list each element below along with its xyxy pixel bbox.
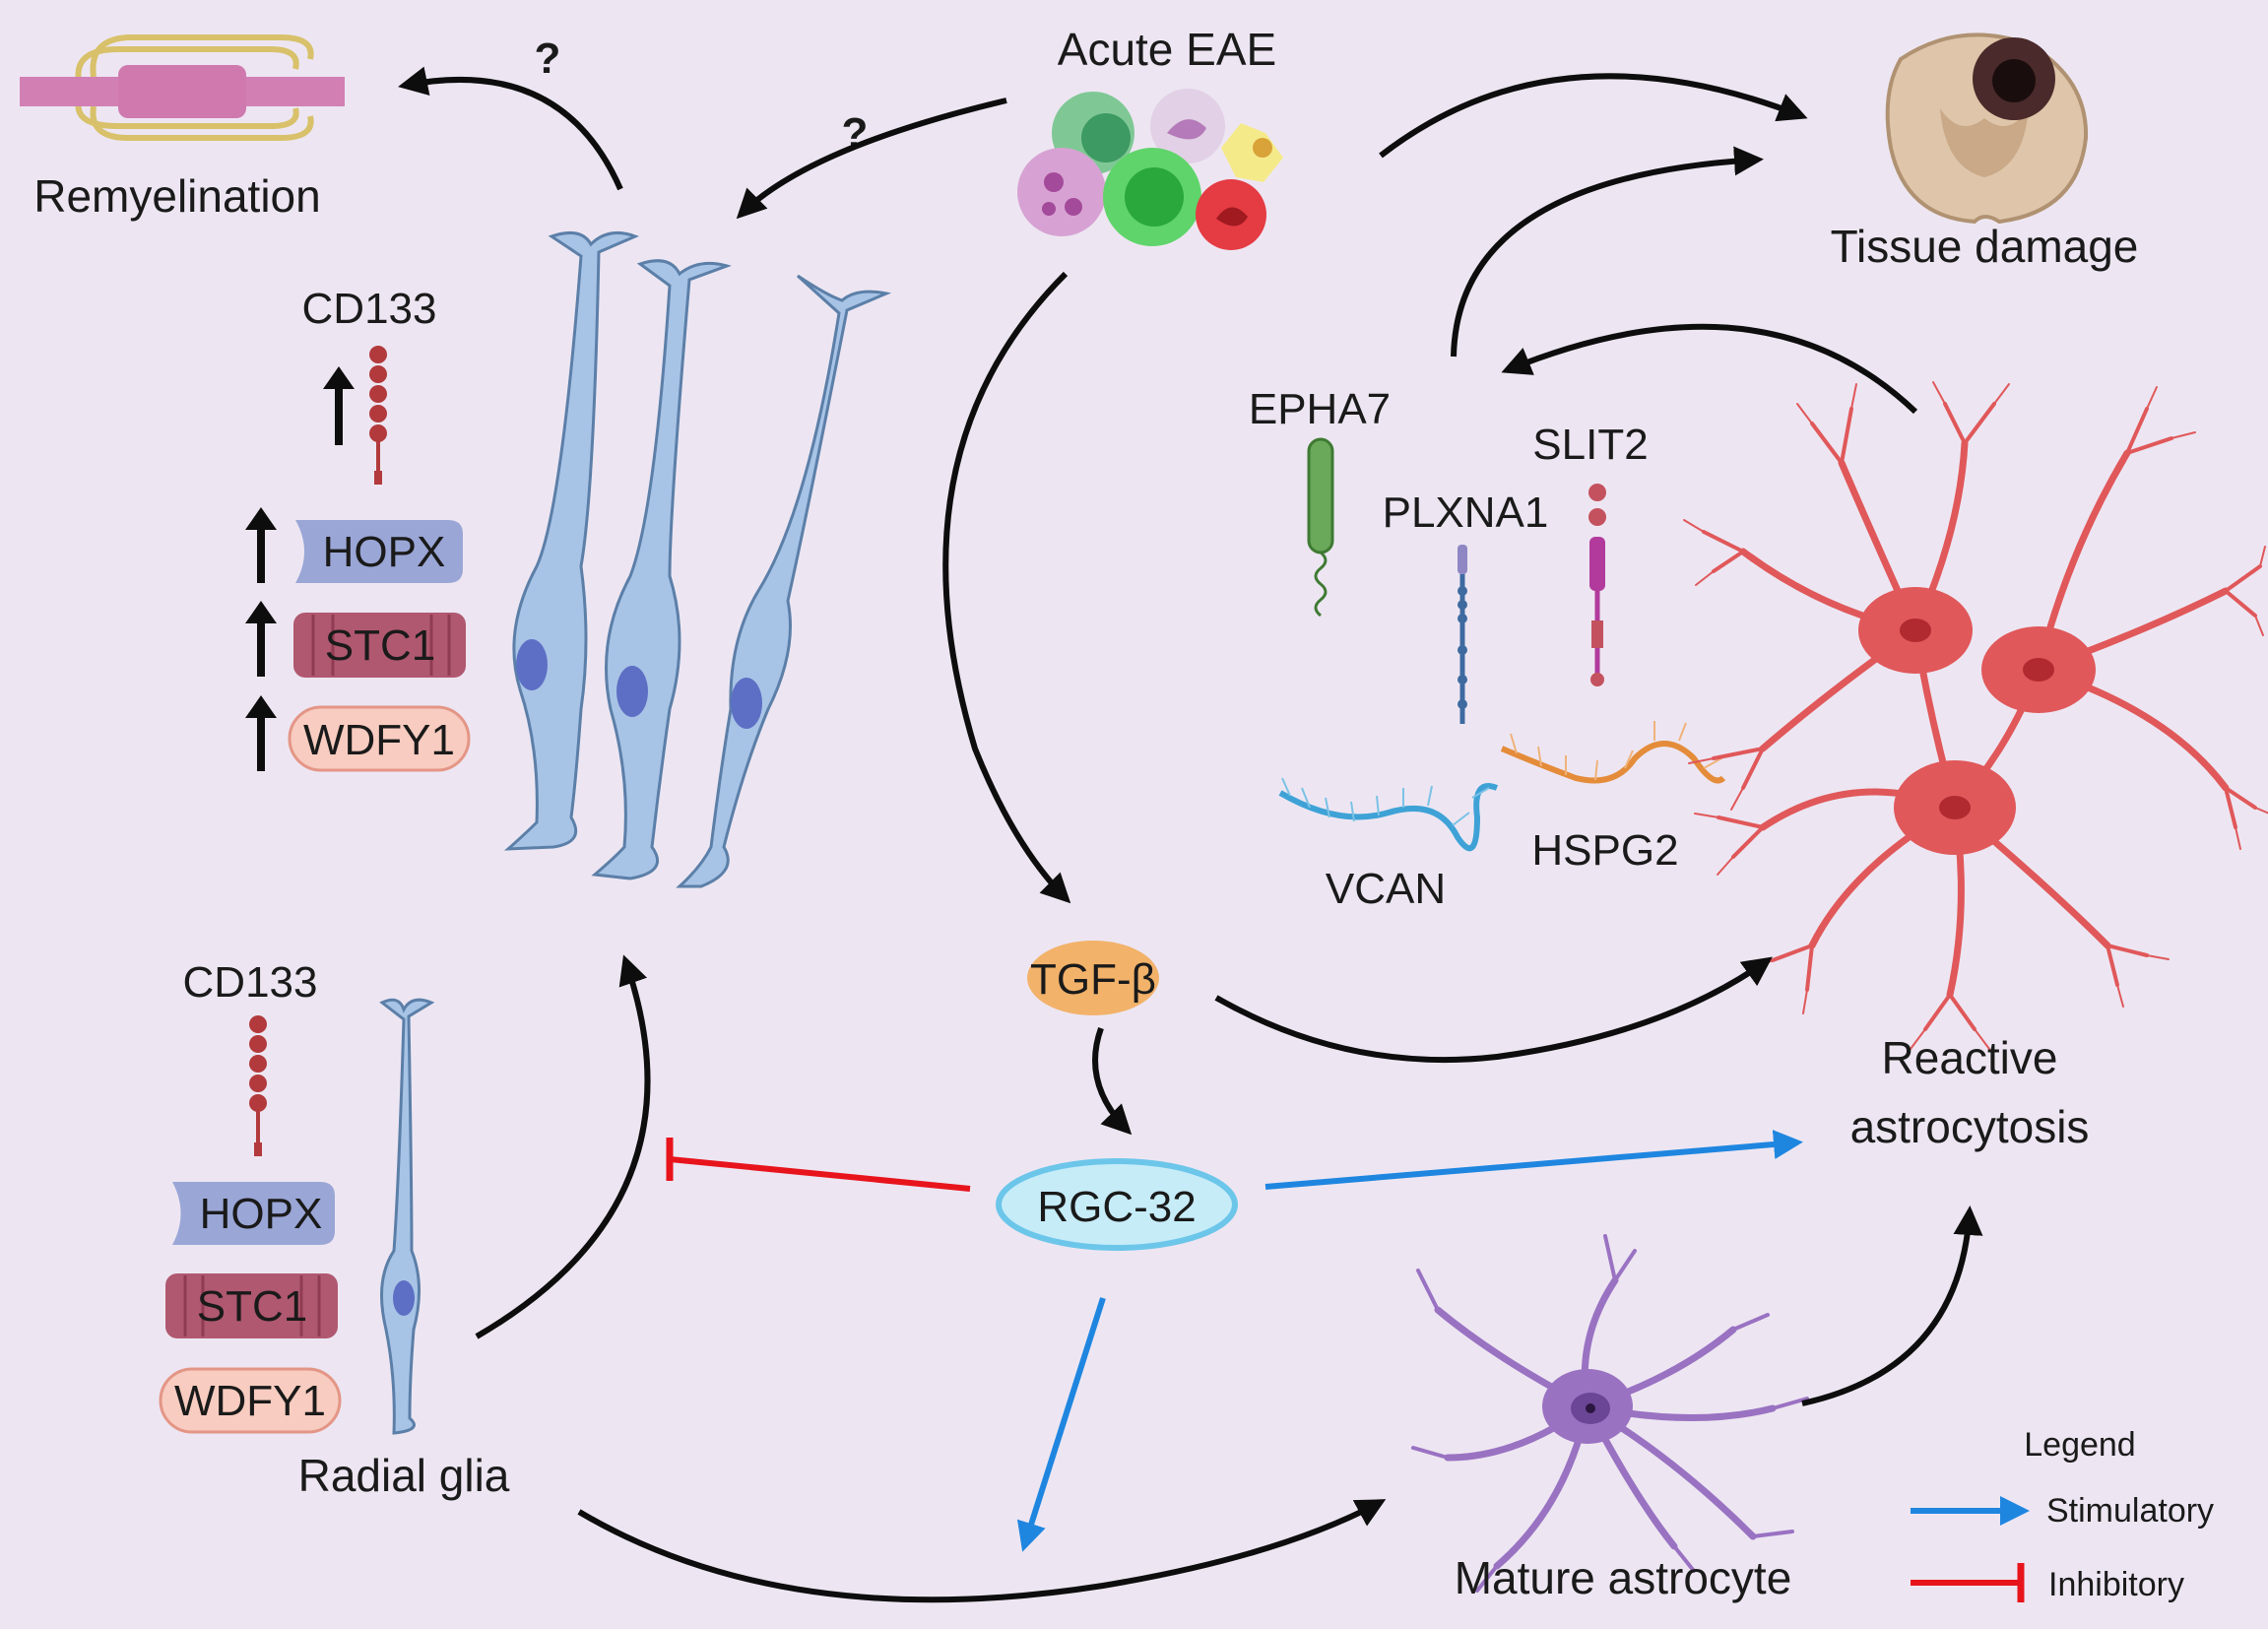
wdfy1-badge: WDFY1: [288, 705, 471, 772]
cd133-receptor-icon: [369, 346, 387, 485]
cd133-label-baseline: CD133: [183, 958, 318, 1007]
up-arrow-icon: [245, 695, 277, 771]
slit2-protein-icon: [1588, 484, 1606, 686]
arrow-eae-to-tgf-beta: [942, 271, 1071, 904]
svg-text:TGF-β: TGF-β: [1030, 955, 1156, 1004]
arrow-tgf-beta-to-rgc32: [1092, 1026, 1133, 1136]
up-arrow-icon: [323, 366, 355, 445]
legend: Legend Stimulatory Inhibitory: [1911, 1426, 2214, 1603]
reactive-astrocyte-bodies: [1858, 587, 2096, 855]
cd133-label-upregulated: CD133: [302, 285, 437, 333]
legend-inhibitory-arrow: [1911, 1563, 2025, 1602]
rgc32-node: RGC-32: [996, 1158, 1238, 1251]
epha7-receptor-icon: [1307, 437, 1334, 618]
immune-cells-icon: [1017, 89, 1283, 250]
tgf-beta-node: TGF-β: [1027, 941, 1159, 1015]
mature-astrocyte-label: Mature astrocyte: [1455, 1552, 1792, 1603]
question-mark-remyelination: ?: [535, 34, 561, 83]
hopx-badge: HOPX: [295, 520, 463, 583]
legend-title: Legend: [2024, 1426, 2135, 1464]
svg-text:WDFY1: WDFY1: [174, 1377, 326, 1425]
plxna1-label: PLXNA1: [1383, 489, 1549, 537]
stimulatory-edge-rgc32-to-mature-astrocyte: [1016, 1297, 1106, 1552]
arrow-mature-to-reactive: [1801, 1205, 1983, 1406]
hspg2-proteoglycan-icon: [1500, 721, 1726, 784]
hspg2-label: HSPG2: [1531, 826, 1678, 875]
svg-text:RGC-32: RGC-32: [1037, 1183, 1196, 1231]
arrow-eae-to-tissue-damage: [1379, 73, 1808, 159]
hopx-badge: HOPX: [172, 1182, 335, 1245]
mature-astrocyte-body: [1542, 1369, 1633, 1444]
myelin-sheath-icon: [20, 34, 345, 141]
vcan-proteoglycan-icon: [1278, 777, 1499, 852]
legend-inhibitory-label: Inhibitory: [2048, 1566, 2184, 1603]
acute-eae-label: Acute EAE: [1058, 24, 1276, 75]
reactive-astrocytosis-label-line1: Reactive: [1882, 1032, 2058, 1083]
svg-text:HOPX: HOPX: [200, 1190, 323, 1238]
radial-glia-cells-activated: [503, 230, 892, 888]
arrow-radial-glia-to-remyelination: [398, 66, 623, 191]
svg-text:STC1: STC1: [325, 621, 435, 670]
spinal-cord-lesion-icon: [1885, 33, 2089, 225]
arrow-radial-glia-activation: [475, 954, 651, 1339]
vcan-label: VCAN: [1326, 865, 1446, 913]
svg-text:HOPX: HOPX: [323, 528, 446, 576]
reactive-astrocyte-icon: [1683, 381, 2268, 1050]
slit2-label: SLIT2: [1532, 421, 1648, 469]
reactive-astrocytosis-label-line2: astrocytosis: [1850, 1101, 2090, 1152]
svg-text:STC1: STC1: [197, 1282, 307, 1331]
remyelination-label: Remyelination: [33, 170, 320, 222]
stc1-badge: STC1: [165, 1273, 338, 1338]
radial-glia-cell: [503, 230, 640, 851]
stc1-badge: STC1: [293, 613, 466, 678]
arrow-eae-to-radial-glia: [736, 98, 1007, 220]
radial-glia-cell: [676, 274, 892, 888]
arrow-epha7-to-tissue-damage: [1451, 146, 1764, 358]
cd133-receptor-icon: [249, 1015, 267, 1156]
inhibitory-edge-rgc32-to-radial-glia: [666, 1138, 971, 1192]
up-arrow-icon: [245, 507, 277, 583]
radial-glia-cell: [379, 998, 435, 1435]
wdfy1-badge: WDFY1: [159, 1367, 342, 1434]
svg-text:WDFY1: WDFY1: [303, 716, 455, 764]
radial-glia-label: Radial glia: [298, 1450, 510, 1501]
legend-stimulatory-label: Stimulatory: [2046, 1492, 2214, 1530]
epha7-label: EPHA7: [1249, 385, 1391, 433]
up-arrow-icon: [245, 601, 277, 677]
arrow-radial-glia-to-mature-astrocyte: [577, 1499, 1387, 1603]
stimulatory-edge-rgc32-to-reactive: [1264, 1130, 1803, 1190]
arrow-tgf-beta-to-reactive: [1214, 956, 1773, 1064]
arrow-reactive-to-ecm: [1501, 323, 1918, 415]
plxna1-receptor-icon: [1458, 545, 1467, 724]
tissue-damage-label: Tissue damage: [1831, 221, 2139, 272]
radial-glia-cell: [591, 259, 732, 880]
